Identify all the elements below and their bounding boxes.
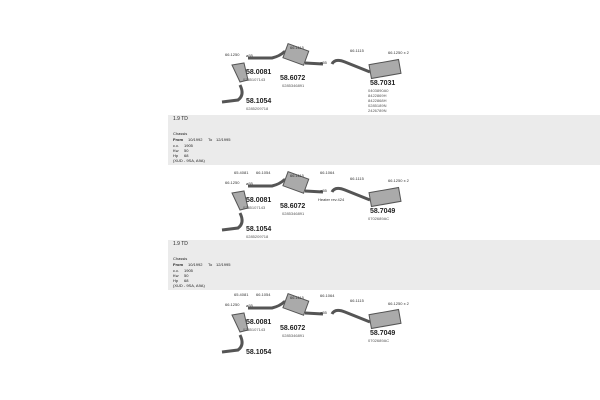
ring-label: 66.1064	[320, 293, 335, 298]
from-label: From	[173, 137, 183, 142]
catalytic-converter	[231, 62, 249, 83]
part-number-catalyst: 58.0081	[246, 197, 272, 204]
engine: 1.9 TD	[173, 241, 188, 247]
mount-label: 66.1115	[350, 48, 364, 53]
part-number-mid: 58.6072	[280, 75, 306, 82]
cc-label: c.c.	[173, 143, 180, 148]
mount-label: 66.1115	[290, 173, 304, 178]
part-number-mid: 58.6072	[280, 325, 306, 332]
clamp-label: 66.1250 x 2	[388, 178, 409, 183]
oe-number: 8422869H	[368, 93, 387, 98]
oe-number: 0285346891	[282, 333, 305, 338]
kw-label: Kw	[173, 273, 179, 278]
cc: 1905	[184, 143, 193, 148]
clamp-label: 66.1250	[225, 180, 240, 185]
diameter-label: ø55	[320, 60, 327, 65]
mount-label: 66.1115	[350, 176, 364, 181]
oe-numbers: 0403890A0 8422869H 8422868H 0285189N 242…	[368, 88, 388, 113]
oe-number: 0702689AC	[368, 338, 390, 343]
exhaust-system-1	[221, 43, 402, 104]
mid-pipe	[248, 50, 290, 60]
diameter-label: ø55	[320, 188, 327, 193]
oe-number: 0285107143	[243, 327, 266, 332]
hp-label: Hp	[173, 278, 179, 283]
part-number-rear: 58.7049	[370, 208, 396, 215]
hp-label: Hp	[173, 153, 179, 158]
hp: 68	[184, 278, 189, 283]
part-number-rear: 58.7049	[370, 330, 396, 337]
cc-label: c.c.	[173, 268, 180, 273]
middle-silencer	[282, 43, 310, 66]
to-label: To	[208, 262, 213, 267]
part-number-catalyst: 58.0081	[246, 69, 272, 76]
oe-number: 0285209718	[246, 234, 269, 239]
oe-number: 2426789N	[368, 108, 387, 113]
from-label: From	[173, 262, 183, 267]
body-type: Chassis	[173, 131, 188, 136]
kw: 50	[184, 148, 189, 153]
engine-codes: (XUD - 9SA, A9A)	[173, 158, 205, 163]
vehicle-info-band: 1.9 TD Chassis From 10/1992 To 12/1995 c…	[168, 240, 600, 290]
diameter-label: ø55	[246, 181, 253, 186]
kw-label: Kw	[173, 148, 179, 153]
ring-label: 66.1054	[256, 292, 271, 297]
oe-number: 0285346891	[282, 83, 305, 88]
part-number-mid: 58.6072	[280, 203, 306, 210]
note: Heater rev.424	[318, 197, 345, 202]
ring-label: 66.1064	[320, 170, 335, 175]
clamp-label: 66.1250	[225, 302, 240, 307]
hp: 68	[184, 153, 189, 158]
mount-label: 66.1115	[290, 295, 304, 300]
rear-pipe	[304, 58, 371, 74]
oe-number: 0285107143	[243, 205, 266, 210]
part-number-front: 58.1054	[246, 226, 272, 233]
oe-number: 0702689AC	[368, 216, 390, 221]
part-number-front: 58.1054	[246, 98, 272, 105]
ring-label: 65.4081	[234, 170, 249, 175]
part-number-front: 58.1054	[246, 349, 272, 356]
oe-number: 0285107143	[243, 77, 266, 82]
from-date: 10/1992	[188, 137, 203, 142]
oe-number: 0285346891	[282, 211, 305, 216]
diameter-label: ø55	[320, 310, 327, 315]
ring-label: 66.1054	[256, 170, 271, 175]
ring-label: 65.4081	[234, 292, 249, 297]
engine-codes: (XUD - 9SA, A9A)	[173, 283, 205, 288]
oe-number: 8422868H	[368, 98, 387, 103]
clamp-label: 66.1250 x 2	[388, 50, 409, 55]
mount-label: 66.1115	[290, 45, 304, 50]
clamp-label: 66.1250	[225, 52, 240, 57]
front-pipe	[221, 84, 244, 104]
to-label: To	[208, 137, 213, 142]
diameter-label: ø55	[246, 303, 253, 308]
to-date: 12/1995	[216, 137, 231, 142]
clamp-label: 66.1250 x 2	[388, 301, 409, 306]
diameter-label: ø55	[246, 53, 253, 58]
from-date: 10/1992	[188, 262, 203, 267]
oe-number: 0285189N	[368, 103, 387, 108]
rear-silencer	[368, 58, 402, 80]
engine: 1.9 TD	[173, 116, 188, 122]
cc: 1905	[184, 268, 193, 273]
part-number-catalyst: 58.0081	[246, 319, 272, 326]
kw: 50	[184, 273, 189, 278]
vehicle-info-band: 1.9 TD Chassis From 10/1992 To 12/1995 c…	[168, 115, 600, 165]
oe-number: 0403890A0	[368, 88, 389, 93]
to-date: 12/1995	[216, 262, 231, 267]
part-number-rear: 58.7031	[370, 80, 396, 87]
body-type: Chassis	[173, 256, 188, 261]
oe-number: 0285209718	[246, 106, 269, 111]
mount-label: 66.1115	[350, 298, 364, 303]
